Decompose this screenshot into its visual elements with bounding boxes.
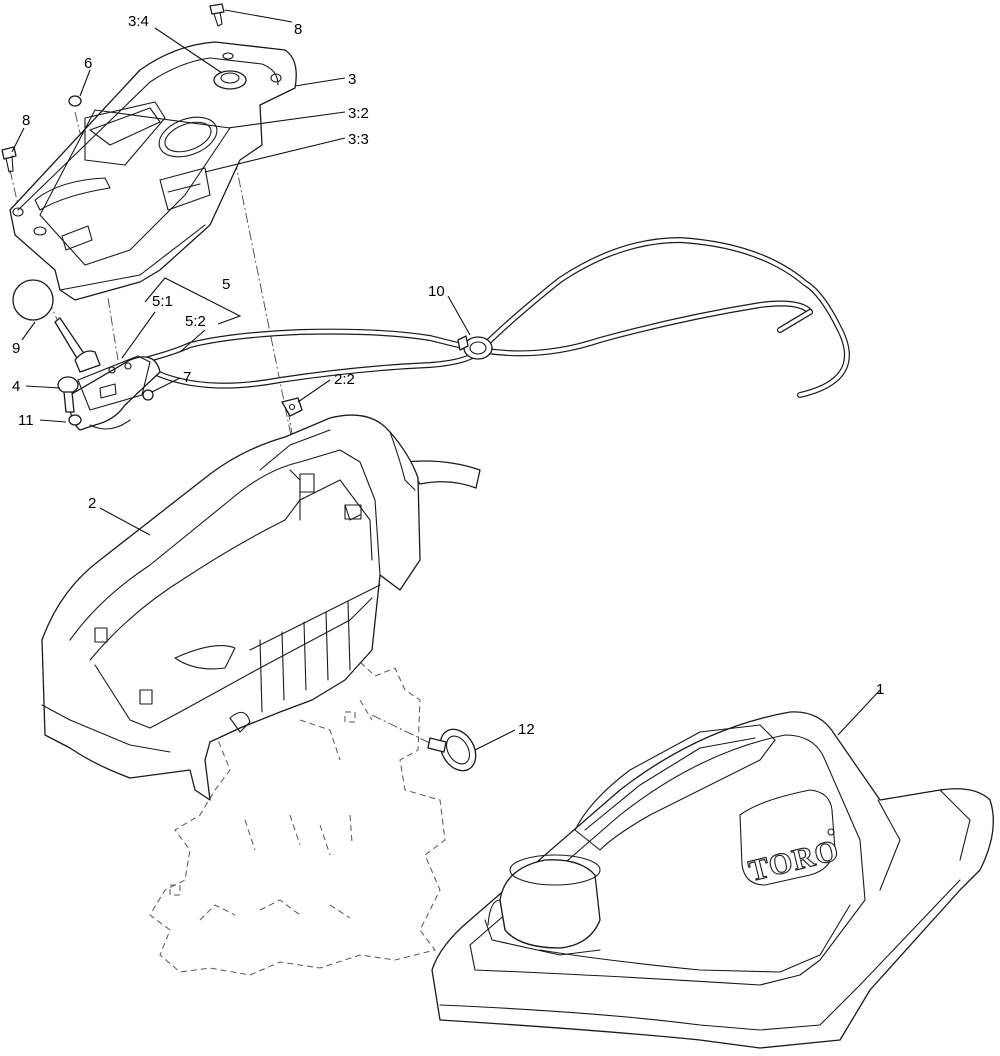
retaining-clip <box>68 414 82 426</box>
callout-5: 5 <box>222 276 230 293</box>
pivot-pin <box>57 376 79 413</box>
hose-clamp <box>427 728 477 772</box>
callout-3-4: 3:4 <box>128 13 149 30</box>
callout-3: 3 <box>348 71 356 88</box>
callout-12: 12 <box>518 721 535 738</box>
cable-clamp <box>457 335 493 360</box>
throttle-cable <box>142 236 850 398</box>
callout-5-2: 5:2 <box>185 313 206 330</box>
clip-nut <box>281 397 303 417</box>
callout-6: 6 <box>84 55 92 72</box>
callout-2-2: 2:2 <box>334 371 355 388</box>
callout-10: 10 <box>428 283 445 300</box>
callout-11: 11 <box>18 412 34 429</box>
callout-3-3: 3:3 <box>348 131 369 148</box>
callout-9: 9 <box>12 340 20 357</box>
outer-cover <box>431 711 994 1049</box>
screw-top <box>209 3 225 27</box>
control-knob-ball <box>12 279 86 361</box>
control-lever-bracket <box>69 350 161 431</box>
hidden-engine-outline <box>149 659 446 976</box>
callout-7: 7 <box>183 369 191 386</box>
upper-control-panel <box>9 41 297 301</box>
callout-1: 1 <box>876 681 884 698</box>
callout-3-2: 3:2 <box>348 105 369 122</box>
callout-4: 4 <box>12 378 20 395</box>
screw-left <box>1 146 17 173</box>
plug-button <box>68 95 82 107</box>
callout-labels: 3:4 8 3 6 3:2 8 3:3 5 5:1 5:2 10 9 4 7 2… <box>12 13 884 738</box>
leader-lines <box>11 9 881 751</box>
callout-8-top: 8 <box>294 21 302 38</box>
callout-5-1: 5:1 <box>152 293 173 310</box>
callout-8-left: 8 <box>22 112 30 129</box>
callout-2: 2 <box>88 495 96 512</box>
console-base-housing <box>41 414 481 801</box>
